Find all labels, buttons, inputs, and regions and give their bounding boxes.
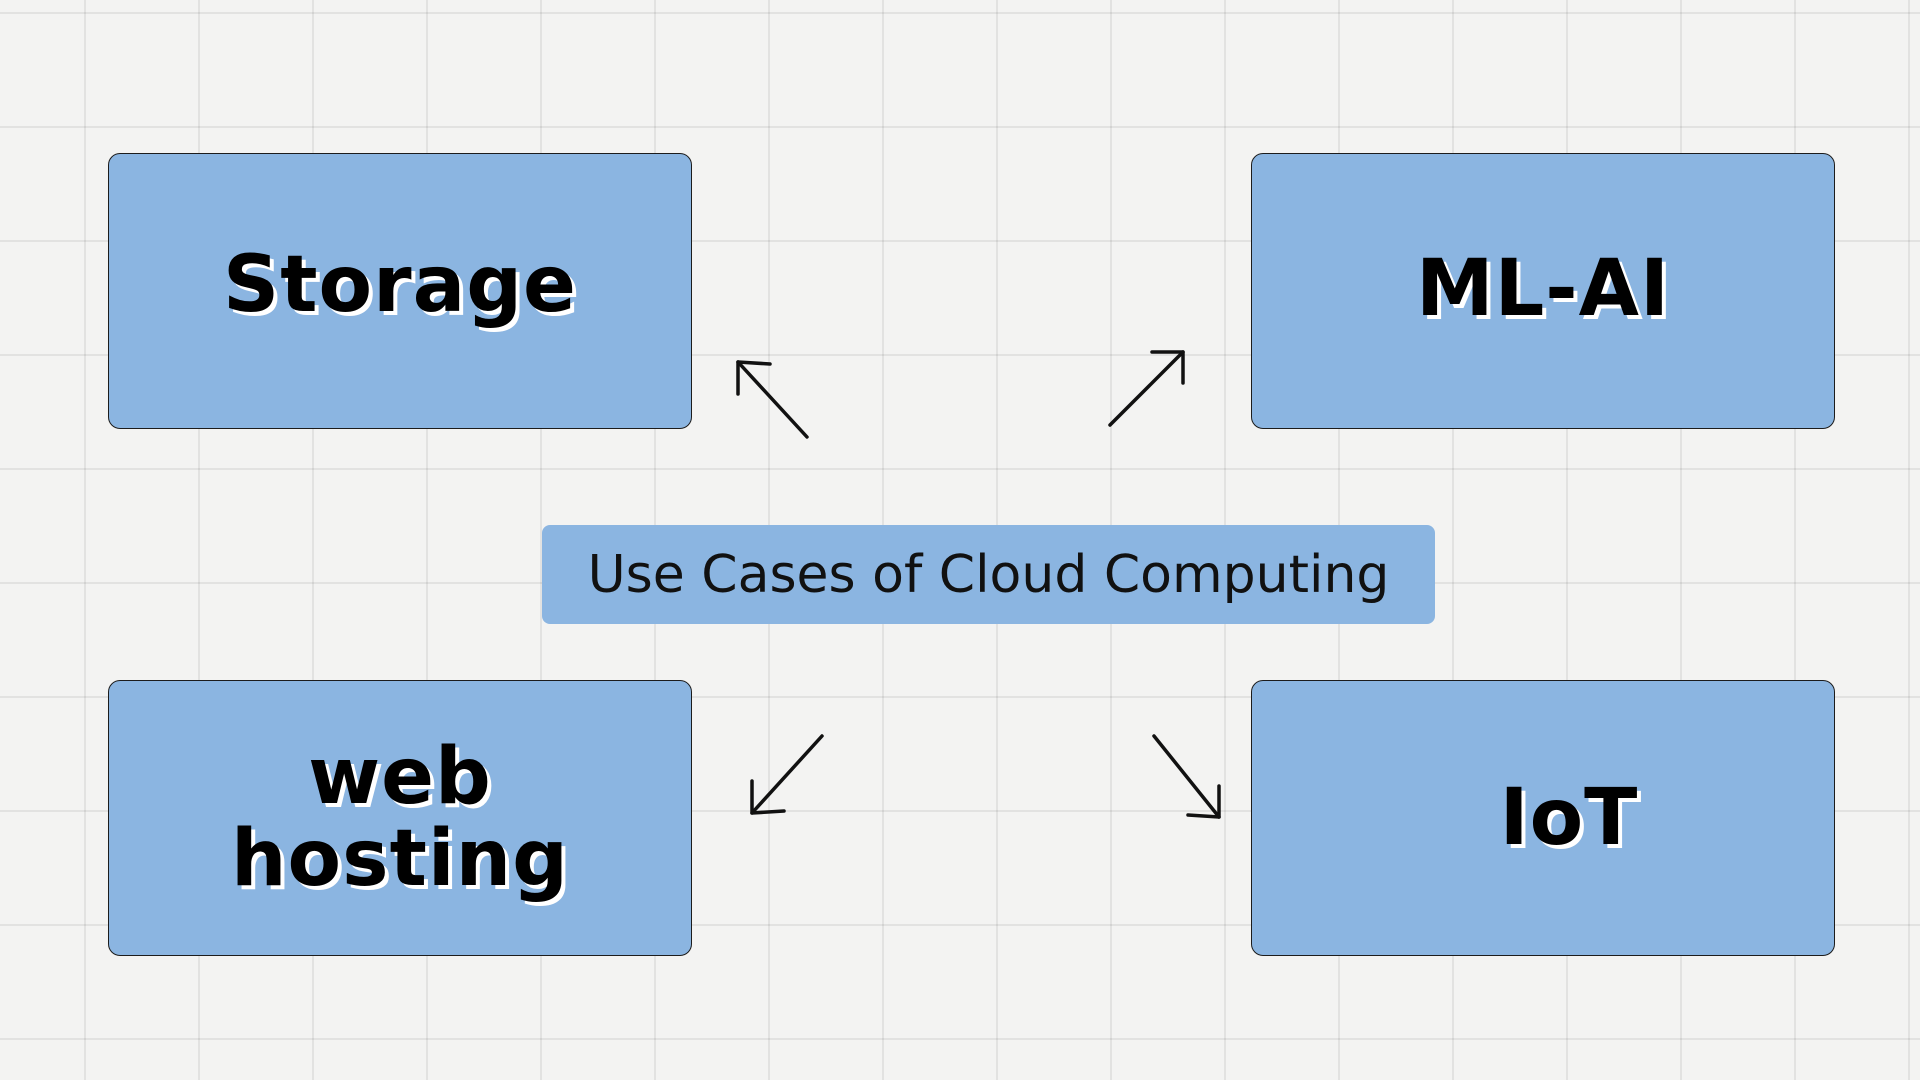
- arrow-to-iot: [1152, 734, 1221, 819]
- arrow-to-web-hosting: [750, 734, 824, 815]
- node-ml-ai: ML-AI: [1251, 153, 1835, 429]
- center-node-label: Use Cases of Cloud Computing: [587, 544, 1390, 605]
- node-iot-label: IoT: [1499, 773, 1639, 863]
- arrow-to-storage: [736, 360, 809, 439]
- node-ml-ai-label: ML-AI: [1415, 244, 1671, 334]
- node-iot: IoT: [1251, 680, 1835, 956]
- node-storage-label: Storage: [223, 240, 577, 330]
- arrow-to-ml-ai: [1108, 350, 1185, 427]
- node-storage: Storage: [108, 153, 692, 429]
- node-web-hosting-label: web hosting: [231, 732, 569, 904]
- center-node: Use Cases of Cloud Computing: [542, 525, 1435, 624]
- node-web-hosting: web hosting: [108, 680, 692, 956]
